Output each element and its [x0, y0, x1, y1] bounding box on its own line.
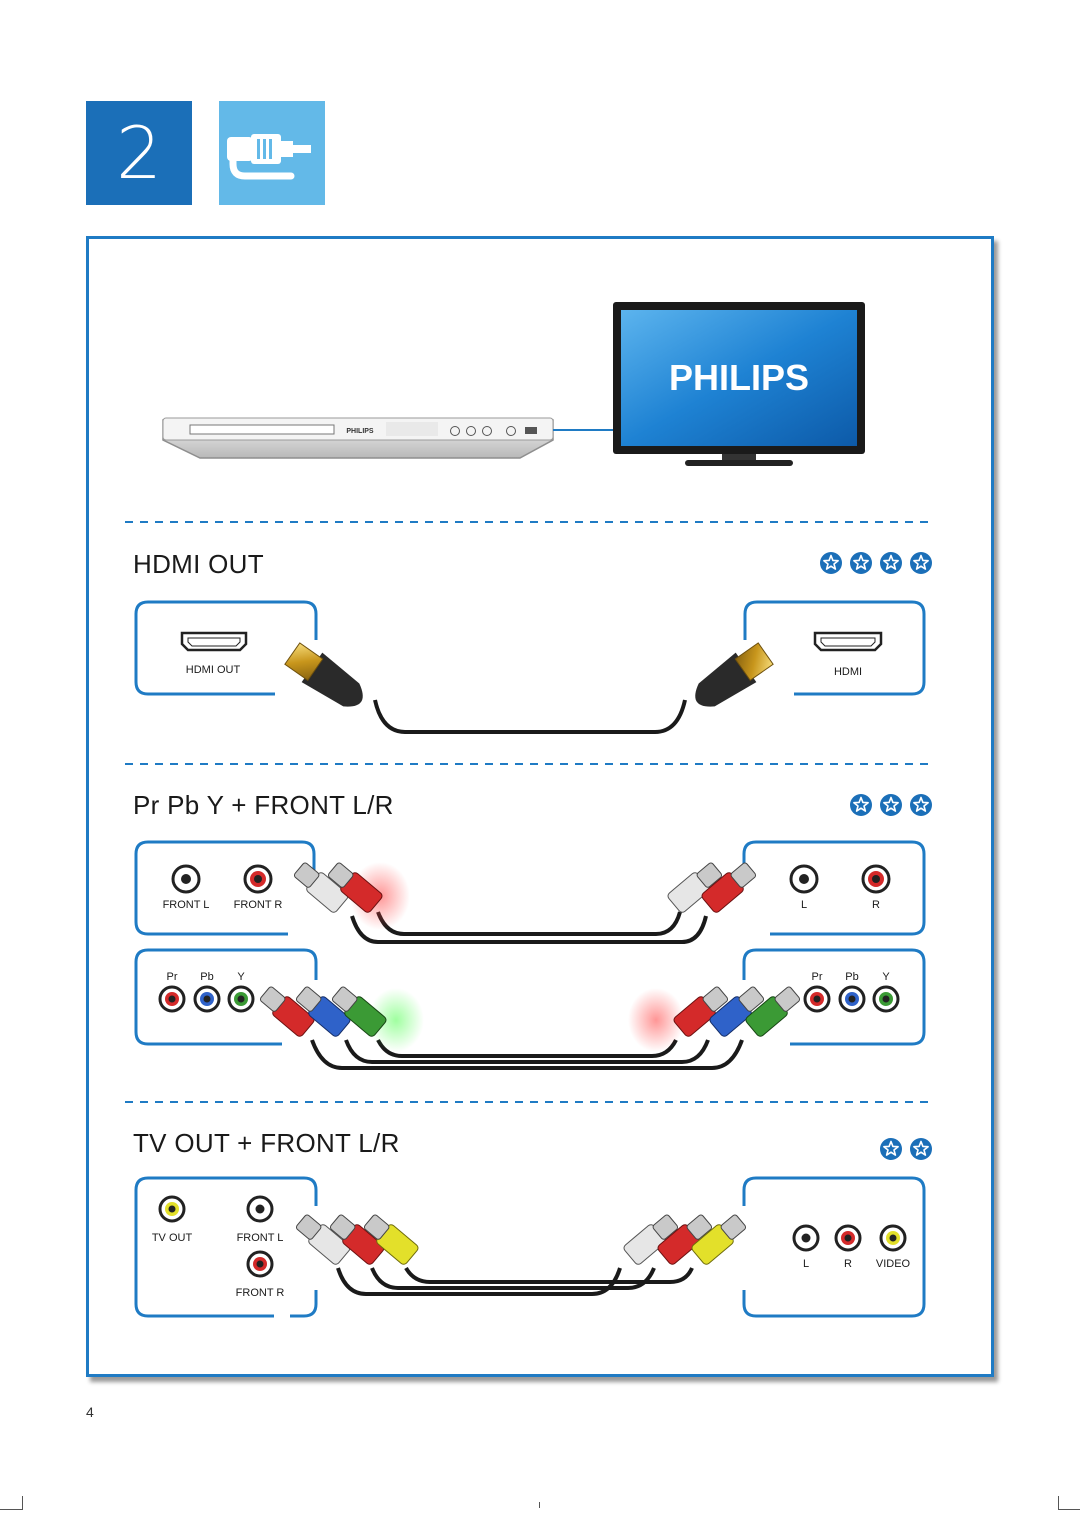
port-label-front-r: FRONT R	[236, 1287, 285, 1299]
crop-mark	[1058, 1509, 1080, 1510]
star-icon	[820, 552, 842, 574]
port-label-front-r: FRONT R	[234, 899, 283, 911]
rating-stars-component	[850, 794, 932, 816]
television: PHILIPS	[613, 302, 865, 466]
port-label-pb: Pb	[200, 971, 213, 983]
port-label-r: R	[844, 1258, 852, 1270]
section-title-component: Pr Pb Y + FRONT L/R	[133, 790, 394, 820]
composite-source-panel: TV OUT FRONT L FRONT R	[134, 1176, 318, 1318]
crop-mark	[539, 1502, 540, 1508]
tv-brand: PHILIPS	[669, 357, 809, 398]
component-sink-panel: Pr Pb Y	[742, 948, 926, 1046]
hdmi-cable	[284, 642, 774, 734]
crop-mark	[0, 1509, 22, 1510]
crop-mark	[1058, 1496, 1059, 1510]
port-label-r: R	[872, 899, 880, 911]
audio-source-panel: FRONT L FRONT R	[134, 840, 316, 936]
star-icon	[880, 1138, 902, 1160]
star-icon	[850, 552, 872, 574]
port-label-video: VIDEO	[876, 1258, 911, 1270]
page-number: 4	[86, 1404, 94, 1420]
composite-cable	[295, 1214, 747, 1296]
star-icon	[910, 1138, 932, 1160]
dvd-player: PHILIPS	[162, 417, 554, 459]
rating-stars-composite	[880, 1138, 932, 1160]
component-cable	[259, 986, 801, 1070]
composite-sink-panel: L R VIDEO	[742, 1176, 926, 1318]
star-icon	[880, 794, 902, 816]
crop-mark	[22, 1496, 23, 1510]
port-label-hdmi-out: HDMI OUT	[186, 664, 241, 676]
component-source-panel: Pr Pb Y	[134, 948, 318, 1046]
star-icon	[910, 552, 932, 574]
hdmi-sink-panel: HDMI	[743, 600, 926, 696]
rating-stars-hdmi	[820, 552, 932, 574]
cable-badge	[219, 101, 325, 205]
player-brand: PHILIPS	[346, 428, 374, 435]
port-label-pb: Pb	[845, 971, 858, 983]
audio-sink-panel: L R	[742, 840, 926, 936]
section-title-composite: TV OUT + FRONT L/R	[133, 1128, 400, 1158]
port-label-tv-out: TV OUT	[152, 1232, 193, 1244]
section-title-hdmi: HDMI OUT	[133, 549, 264, 579]
port-label-y: Y	[882, 971, 890, 983]
star-icon	[910, 794, 932, 816]
port-label-hdmi: HDMI	[834, 666, 862, 678]
port-label-pr: Pr	[167, 971, 178, 983]
port-label-l: L	[801, 899, 807, 911]
audio-cable	[293, 862, 757, 944]
step-number-badge: 2	[86, 101, 192, 205]
step-number: 2	[116, 111, 162, 195]
port-label-front-l: FRONT L	[163, 899, 210, 911]
star-icon	[850, 794, 872, 816]
port-label-pr: Pr	[812, 971, 823, 983]
hdmi-source-panel: HDMI OUT	[134, 600, 318, 696]
port-label-l: L	[803, 1258, 809, 1270]
port-label-front-l: FRONT L	[237, 1232, 284, 1244]
port-label-y: Y	[237, 971, 245, 983]
cable-plug-icon	[227, 134, 311, 180]
star-icon	[880, 552, 902, 574]
